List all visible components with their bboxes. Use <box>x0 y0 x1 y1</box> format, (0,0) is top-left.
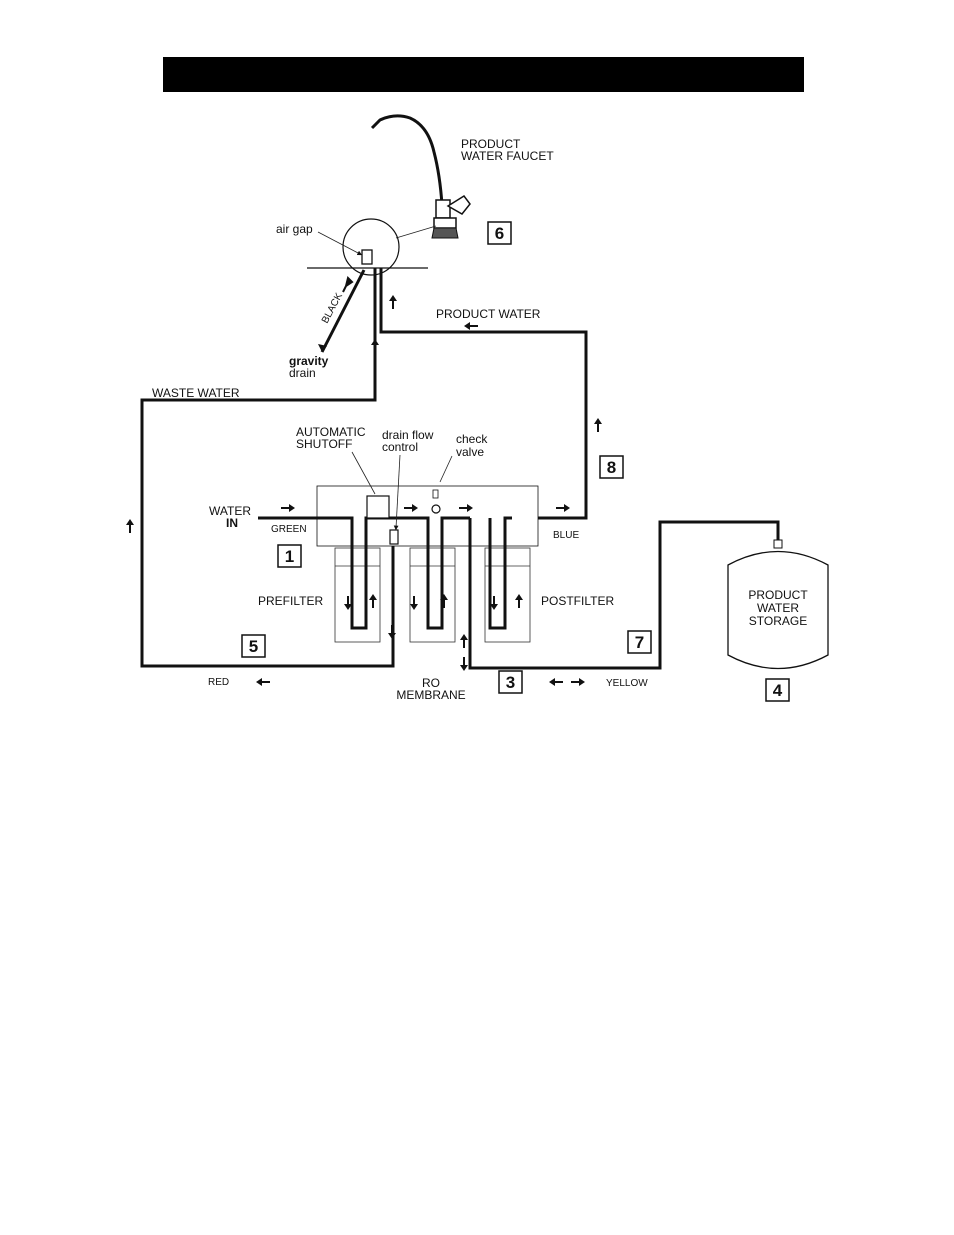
automatic-shutoff <box>367 496 389 518</box>
yellow-label: YELLOW <box>606 678 648 689</box>
step-3-label: 3 <box>506 673 515 692</box>
prefilter-label: PREFILTER <box>258 594 323 608</box>
arrow-up-icon <box>371 339 379 353</box>
valve-label: valve <box>456 445 484 459</box>
membrane-label: MEMBRANE <box>396 688 465 702</box>
arrow-down-icon <box>460 657 468 671</box>
red-label: RED <box>208 677 229 688</box>
drain-flow-control <box>390 530 398 544</box>
check-valve-fitting <box>433 490 438 498</box>
blue-label: BLUE <box>553 530 579 541</box>
arrow-down-icon <box>388 625 396 639</box>
arrow-left-icon <box>464 322 478 330</box>
faucet-label-line2: WATER FAUCET <box>461 149 554 163</box>
product-water-line <box>381 268 586 518</box>
air-gap-fitting <box>362 250 372 264</box>
faucet-icon <box>372 116 470 238</box>
air-gap-pointer <box>318 232 360 254</box>
air-gap-detail <box>343 219 399 275</box>
storage-label-line2: WATER <box>757 601 799 615</box>
green-label: GREEN <box>271 524 307 535</box>
check-valve-pointer <box>440 456 452 482</box>
step-1-label: 1 <box>285 547 294 566</box>
black-label: BLACK <box>320 291 345 325</box>
in-label: IN <box>226 516 238 530</box>
step-6-label: 6 <box>495 224 504 243</box>
control-label: control <box>382 440 418 454</box>
postfilter-label: POSTFILTER <box>541 594 614 608</box>
product-water-label: PRODUCT WATER <box>436 307 541 321</box>
arrow-left-icon <box>256 678 270 686</box>
storage-label-line1: PRODUCT <box>748 588 808 602</box>
arrow-up-icon <box>594 418 602 432</box>
check-valve <box>432 505 440 513</box>
storage-label-line3: STORAGE <box>749 614 807 628</box>
step-8-label: 8 <box>607 458 616 477</box>
check-label: check <box>456 432 488 446</box>
faucet-leader <box>396 226 436 238</box>
air-gap-label: air gap <box>276 222 313 236</box>
step-5-label: 5 <box>249 637 258 656</box>
arrow-up-icon <box>126 519 134 533</box>
black-arrow-icon <box>343 278 352 292</box>
waste-water-label: WASTE WATER <box>152 386 240 400</box>
arrow-up-icon <box>389 295 397 309</box>
arrow-right-icon <box>556 504 570 512</box>
shutoff-label: SHUTOFF <box>296 437 352 451</box>
step-7-label: 7 <box>635 633 644 652</box>
arrow-right-icon <box>281 504 295 512</box>
arrow-up-icon <box>460 634 468 648</box>
arrow-left-icon <box>549 678 563 686</box>
step-4-label: 4 <box>773 681 783 700</box>
arrow-right-icon <box>571 678 585 686</box>
drain-label: drain <box>289 366 316 380</box>
